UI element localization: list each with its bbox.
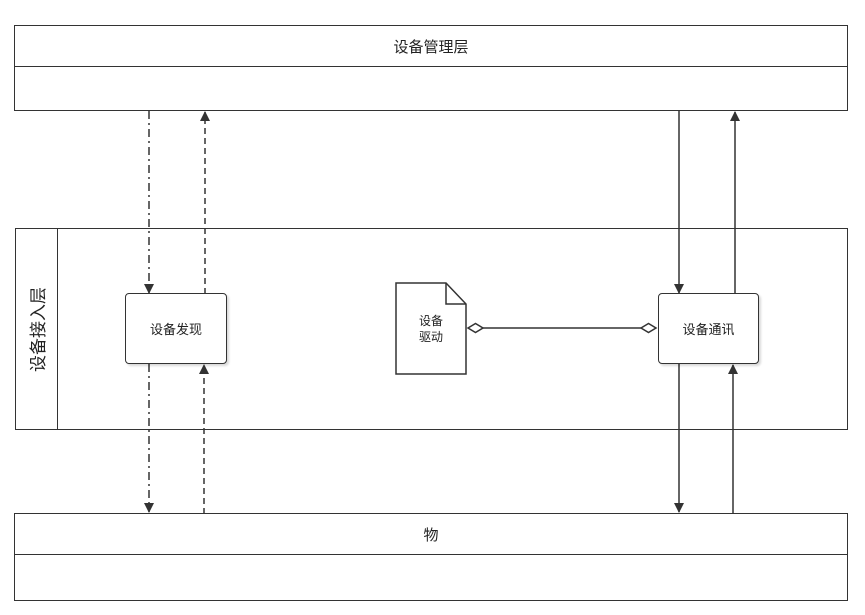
driver-document-shape [395, 282, 467, 375]
device-discovery-label: 设备发现 [149, 323, 202, 338]
device-discovery-node[interactable]: 设备发现 [125, 293, 227, 364]
driver-document-fold [445, 283, 466, 305]
driver-end-diamond [466, 322, 485, 334]
things-layer: 物 [14, 513, 848, 601]
things-layer-title: 物 [15, 514, 847, 555]
management-layer-title: 设备管理层 [15, 26, 847, 67]
device-driver-label: 设备 驱动 [396, 313, 466, 345]
device-driver-label-line2: 驱动 [418, 330, 443, 344]
device-communication-node[interactable]: 设备通讯 [658, 293, 759, 364]
device-driver-label-line1: 设备 [418, 314, 443, 328]
management-layer-title-text: 设备管理层 [393, 37, 469, 56]
management-layer: 设备管理层 [14, 25, 848, 111]
access-layer-title: 设备接入层 [16, 229, 58, 429]
device-communication-label: 设备通讯 [682, 323, 735, 338]
things-layer-title-text: 物 [423, 525, 439, 544]
communication-end-diamond [639, 322, 658, 334]
